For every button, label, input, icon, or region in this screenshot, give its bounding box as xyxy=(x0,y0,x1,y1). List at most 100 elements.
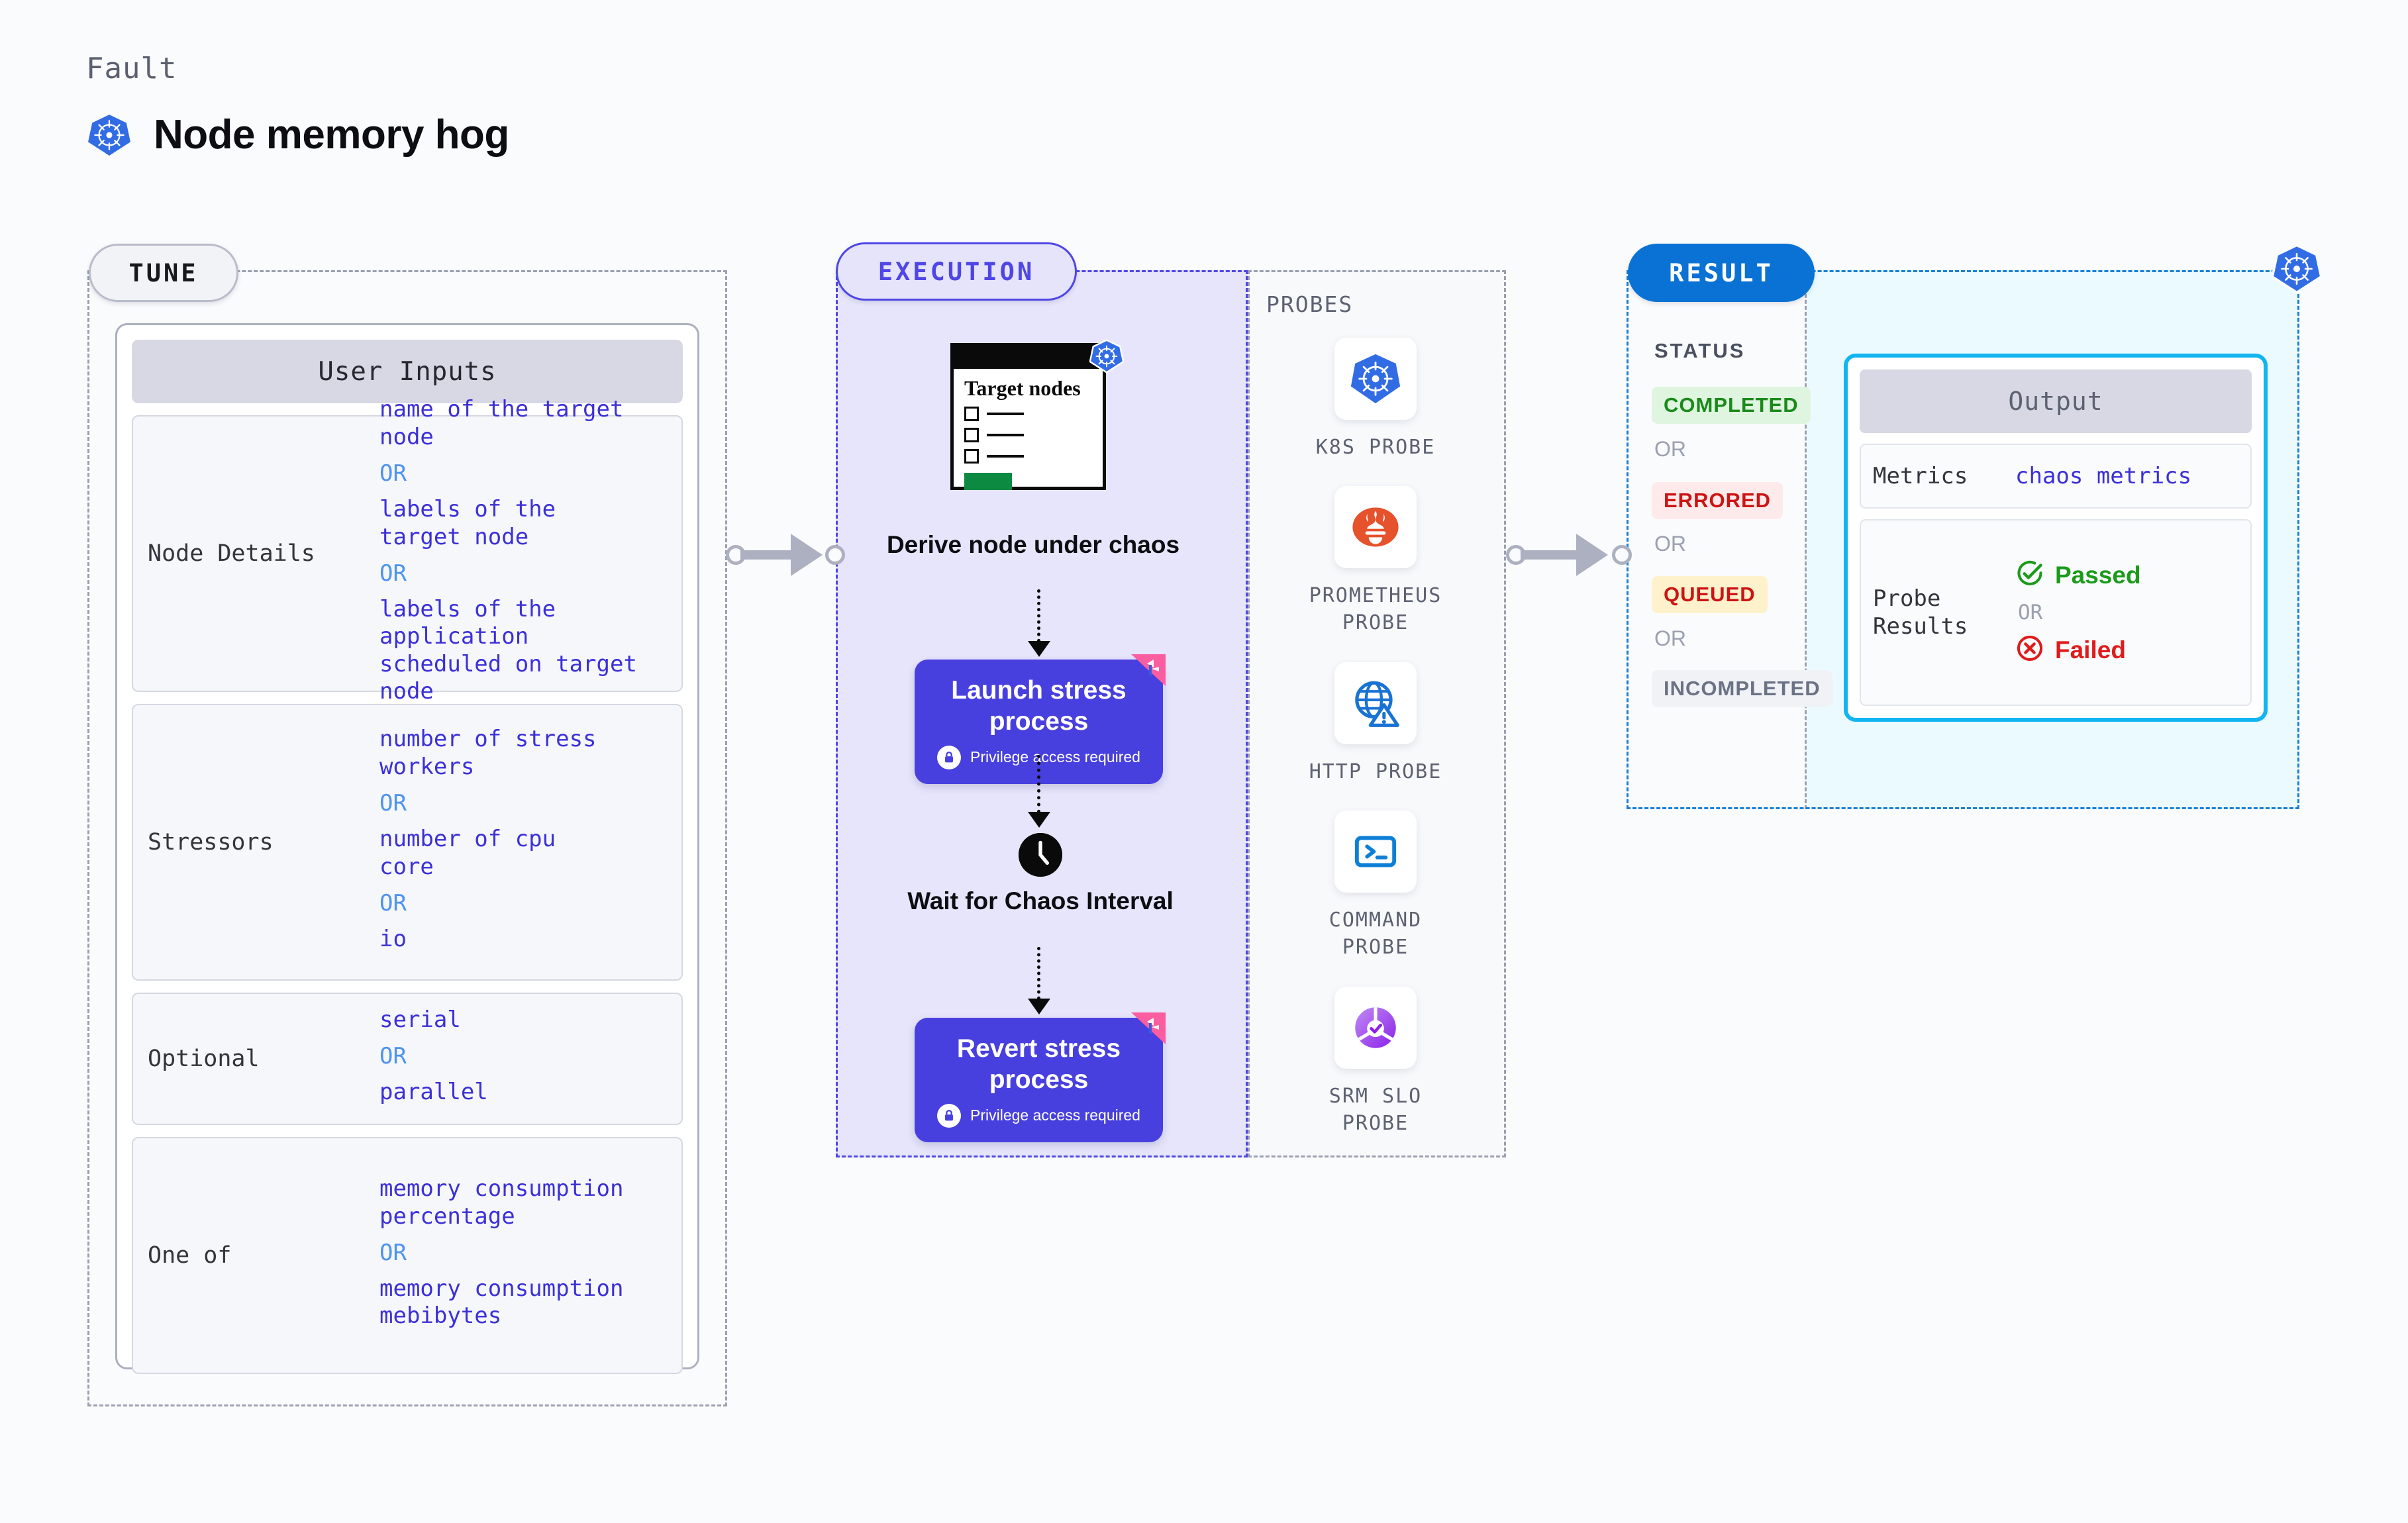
probe-failed-label: Failed xyxy=(2055,636,2126,663)
group-value: memory consumption mebibytes xyxy=(379,1275,624,1330)
flow-arrowhead xyxy=(1028,812,1050,828)
group-separator: OR xyxy=(379,1240,407,1266)
status-title: STATUS xyxy=(1654,339,1746,362)
probe-result-passed: Passed xyxy=(2015,559,2141,591)
flow-arrow xyxy=(1037,755,1040,813)
status-separator: OR xyxy=(1654,626,1686,650)
status-badge-completed: COMPLETED xyxy=(1652,387,1811,424)
probes-divider xyxy=(1248,270,1250,1157)
input-group-one-of: One of memory consumption percentage OR … xyxy=(132,1137,683,1374)
target-checkbox-row xyxy=(964,428,1103,443)
target-checkbox-row xyxy=(964,449,1103,464)
placeholder-line xyxy=(987,455,1024,458)
connector-arrowhead xyxy=(791,534,823,576)
slo-donut-check-icon xyxy=(1334,987,1417,1069)
x-circle-icon xyxy=(2015,634,2044,666)
result-status-column xyxy=(1627,270,1807,809)
status-badge-incompleted: INCOMPLETED xyxy=(1652,670,1832,707)
chaos-flag-icon xyxy=(1127,1011,1167,1047)
step-subtitle-row: Privilege access required xyxy=(915,1103,1163,1128)
fault-label: Fault xyxy=(86,52,177,85)
flow-arrow xyxy=(1037,589,1040,642)
result-badge[interactable]: RESULT xyxy=(1628,244,1815,302)
probe-result-separator: OR xyxy=(2018,601,2043,624)
group-values: name of the target node OR labels of the… xyxy=(379,396,672,711)
group-label: One of xyxy=(148,1242,232,1269)
target-nodes-card: Target nodes xyxy=(950,343,1106,491)
connector-execution-to-result xyxy=(1506,534,1638,576)
wait-chaos-interval-label: Wait for Chaos Interval xyxy=(907,887,1174,914)
result-region xyxy=(1627,270,2299,809)
placeholder-line xyxy=(987,413,1024,416)
probe-item-srm-slo[interactable]: SRM SLO PROBE xyxy=(1266,987,1485,1137)
input-group-node-details: Node Details name of the target node OR … xyxy=(132,396,683,705)
probe-item-prometheus[interactable]: PROMETHEUS PROBE xyxy=(1266,486,1485,636)
input-group-stressors: Stressors number of stress workers OR nu… xyxy=(132,704,683,981)
probe-results-label: Probe Results xyxy=(1873,585,1968,640)
input-group-optional: Optional serial OR parallel xyxy=(132,993,683,1125)
fault-title-row: Node memory hog xyxy=(87,111,509,158)
probe-label: SRM SLO PROBE xyxy=(1329,1085,1423,1135)
group-value: number of stress workers xyxy=(379,726,597,780)
step-subtitle: Privilege access required xyxy=(970,748,1140,766)
flow-arrowhead xyxy=(1028,641,1050,657)
globe-warning-icon xyxy=(1334,662,1417,744)
probes-title: PROBES xyxy=(1266,291,1354,317)
group-separator: OR xyxy=(379,1043,407,1069)
group-label: Stressors xyxy=(148,829,274,856)
output-probe-results-row: Probe Results Passed OR xyxy=(1860,519,2252,706)
clock-icon xyxy=(1019,833,1062,877)
step-subtitle: Privilege access required xyxy=(970,1106,1140,1124)
probe-item-k8s[interactable]: K8S PROBE xyxy=(1266,338,1485,462)
derive-node-label: Derive node under chaos xyxy=(886,531,1180,558)
group-separator: OR xyxy=(379,790,407,817)
group-values: number of stress workers OR number of cp… xyxy=(379,726,672,958)
placeholder-line xyxy=(987,434,1024,437)
probe-results-values: Passed OR Failed xyxy=(2015,559,2141,666)
lock-icon xyxy=(937,1103,962,1128)
metrics-value: chaos metrics xyxy=(2015,463,2192,489)
metrics-label: Metrics xyxy=(1873,462,1968,489)
kubernetes-icon xyxy=(2271,244,2323,297)
lock-icon xyxy=(937,745,962,769)
group-separator: OR xyxy=(379,460,407,487)
probe-passed-label: Passed xyxy=(2055,561,2141,589)
group-separator: OR xyxy=(379,890,407,917)
probe-label: PROMETHEUS PROBE xyxy=(1309,584,1442,634)
tune-region xyxy=(87,270,727,1406)
connector-end-dot xyxy=(1612,545,1632,565)
checkbox-icon xyxy=(964,407,979,422)
probe-item-http[interactable]: HTTP PROBE xyxy=(1266,662,1485,786)
group-value: io xyxy=(379,926,407,953)
probe-result-failed: Failed xyxy=(2015,634,2141,666)
status-badge-queued: QUEUED xyxy=(1652,576,1768,613)
output-card: Output Metrics chaos metrics Probe Resul… xyxy=(1844,354,2268,722)
probe-label: HTTP PROBE xyxy=(1309,760,1442,783)
execution-badge[interactable]: EXECUTION xyxy=(836,242,1077,301)
kubernetes-icon xyxy=(1089,339,1125,377)
group-value: number of cpu core xyxy=(379,826,556,880)
user-inputs-title: User Inputs xyxy=(132,340,683,403)
step-subtitle-row: Privilege access required xyxy=(915,745,1163,769)
step-title: Launch stress process xyxy=(951,676,1127,736)
status-badge-errored: ERRORED xyxy=(1652,482,1783,519)
probe-label: COMMAND PROBE xyxy=(1329,909,1423,959)
status-separator: OR xyxy=(1654,532,1686,556)
group-value: parallel xyxy=(379,1079,488,1105)
probe-label: K8S PROBE xyxy=(1315,436,1436,459)
revert-stress-step[interactable]: Revert stress process Privilege access r… xyxy=(915,1012,1166,1142)
tune-badge[interactable]: TUNE xyxy=(89,244,238,302)
group-value: labels of the target node xyxy=(379,496,556,550)
group-value: labels of the application scheduled on t… xyxy=(379,596,637,705)
target-card-titlebar xyxy=(954,346,1103,369)
step-title: Revert stress process xyxy=(956,1034,1121,1094)
target-checkbox-row xyxy=(964,407,1103,422)
group-value: name of the target node xyxy=(379,396,624,450)
kubernetes-icon xyxy=(87,113,131,157)
target-card-title: Target nodes xyxy=(964,376,1081,400)
group-label: Optional xyxy=(148,1046,260,1072)
group-separator: OR xyxy=(379,560,407,587)
probe-item-command[interactable]: COMMAND PROBE xyxy=(1266,811,1485,961)
kubernetes-icon xyxy=(1334,338,1417,420)
